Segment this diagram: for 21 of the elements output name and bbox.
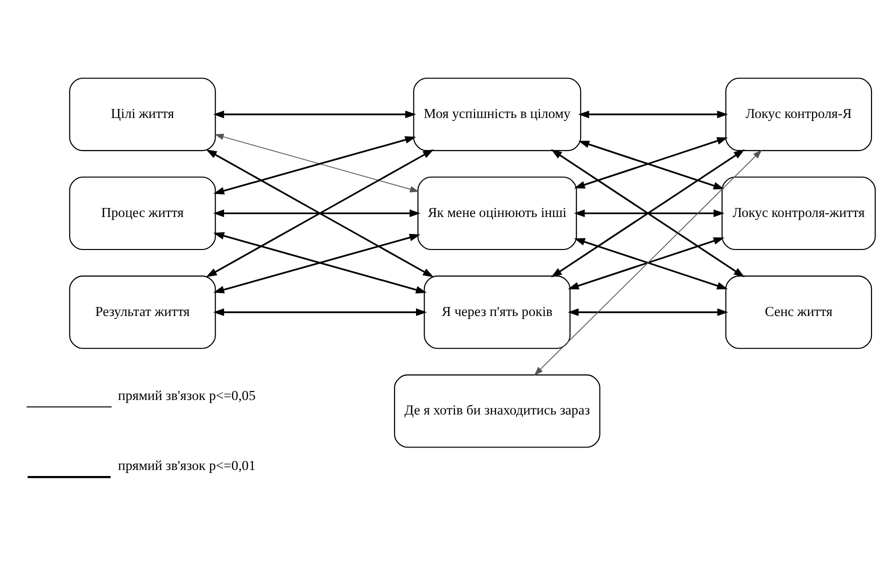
arrow (213, 308, 427, 316)
legend-label: прямий зв'язок p<=0,05 (118, 388, 256, 403)
arrow (206, 149, 434, 278)
node-box: Результат життя (69, 276, 216, 349)
node-box: Процес життя (69, 176, 216, 250)
arrow (534, 150, 762, 376)
arrow (213, 110, 416, 118)
node-box: Я через п'ять років (424, 276, 571, 349)
node-box: Локус контроля-життя (722, 176, 876, 250)
arrow (551, 149, 745, 278)
node-box: Моя успішність в цілому (413, 78, 582, 152)
node-box: Цілі життя (69, 78, 216, 152)
arrow (568, 308, 728, 316)
node-box: Сенс життя (725, 276, 872, 349)
arrow (213, 210, 420, 218)
legend-label: прямий зв'язок p<=0,01 (118, 458, 256, 474)
arrow (578, 110, 728, 118)
node-box: Локус контроля-Я (725, 78, 872, 152)
node-box: Як мене оцінюють інші (417, 176, 577, 250)
arrow (574, 210, 724, 218)
node-box: Де я хотів би знаходитись зараз (394, 374, 600, 448)
